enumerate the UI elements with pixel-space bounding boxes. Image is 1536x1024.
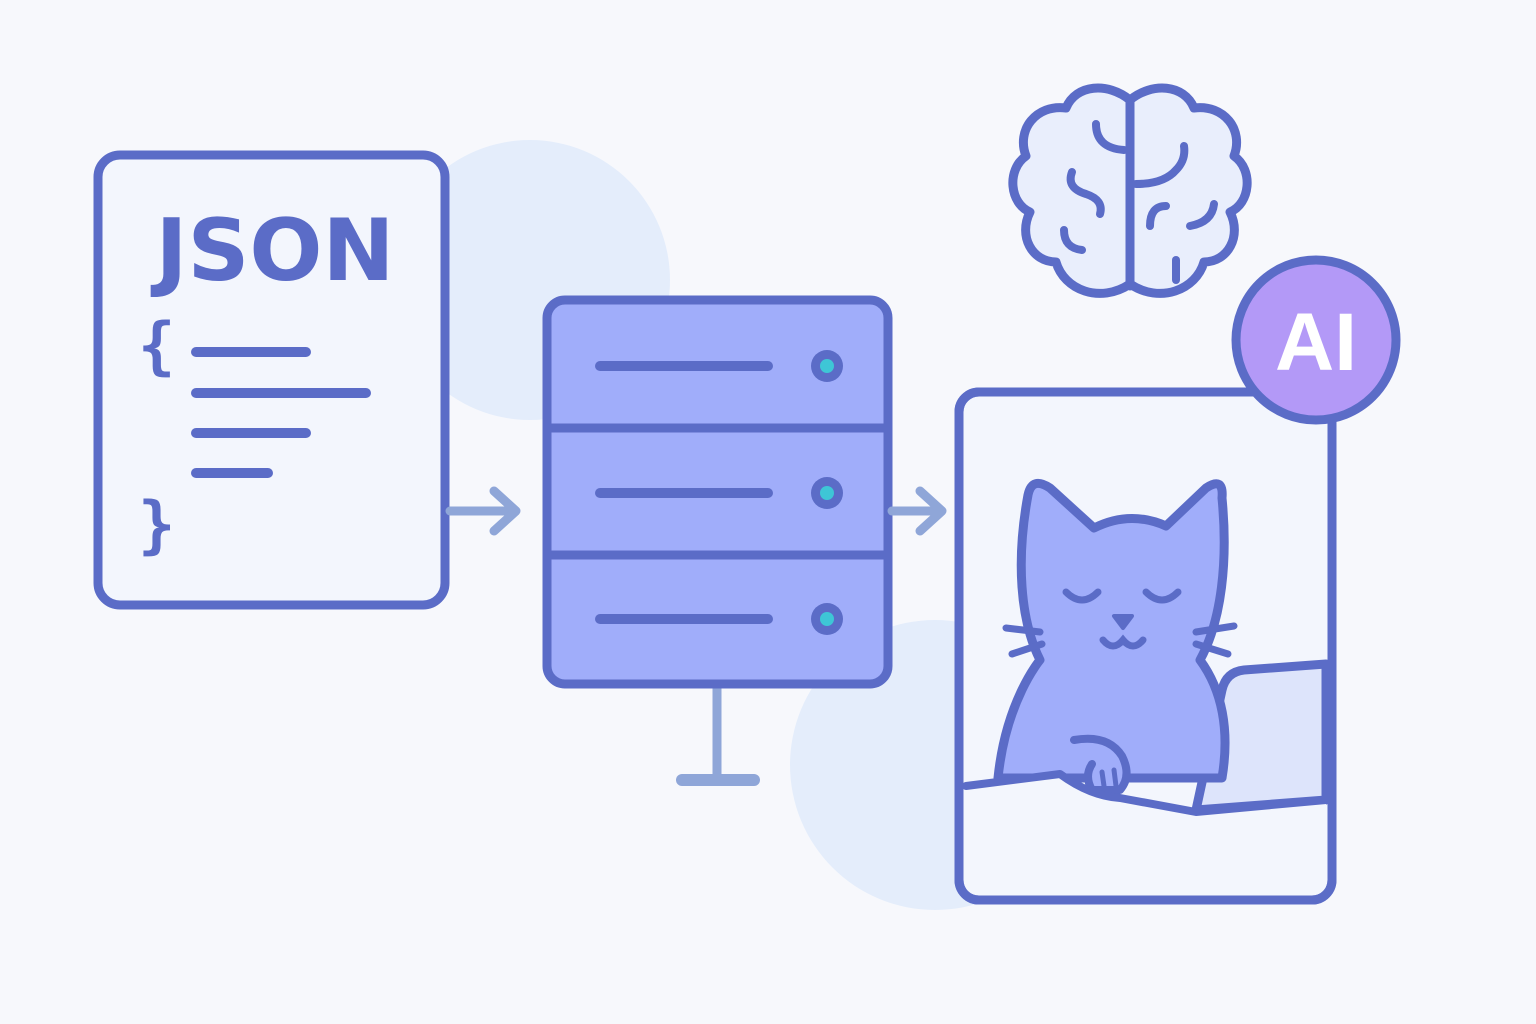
- cat-photo-icon: [959, 392, 1332, 900]
- json-title: JSON: [150, 201, 394, 301]
- ai-badge-label: AI: [1275, 297, 1357, 388]
- arrow-right-icon-2: [892, 491, 942, 531]
- json-document-icon: JSON { }: [98, 155, 445, 605]
- close-brace: }: [138, 488, 175, 561]
- open-brace: {: [138, 309, 175, 382]
- brain-icon: [1013, 88, 1247, 293]
- arrow-right-icon: [450, 491, 516, 531]
- ai-badge: AI: [1236, 260, 1396, 420]
- cat-icon: [998, 483, 1234, 790]
